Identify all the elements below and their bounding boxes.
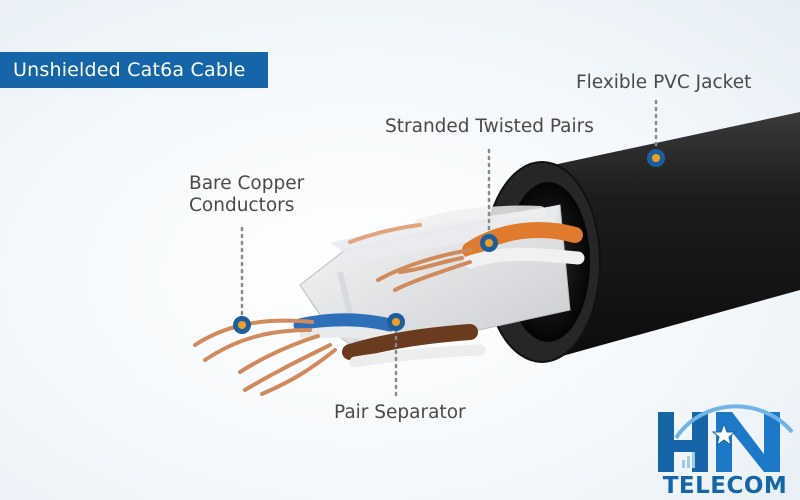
marker-pairs (480, 234, 498, 252)
marker-separator (387, 313, 405, 331)
jacket-body (530, 112, 800, 360)
copper-conductors (193, 223, 472, 396)
logo-text: TELECOM (662, 473, 788, 499)
label-copper-conductors: Bare Copper Conductors (189, 173, 305, 216)
marker-jacket (647, 149, 665, 167)
label-pair-separator: Pair Separator (334, 402, 466, 423)
leader-lines (240, 99, 658, 398)
label-twisted-pairs: Stranded Twisted Pairs (385, 116, 594, 137)
title-badge: Unshielded Cat6a Cable (0, 52, 268, 88)
logo-mark-icon (658, 404, 794, 472)
pair-brown (342, 324, 478, 360)
pair-green (414, 205, 546, 231)
label-jacket: Flexible PVC Jacket (576, 72, 752, 93)
pair-orange (462, 222, 583, 258)
marker-copper (233, 316, 251, 334)
telecom-logo: TELECOM (652, 402, 798, 498)
